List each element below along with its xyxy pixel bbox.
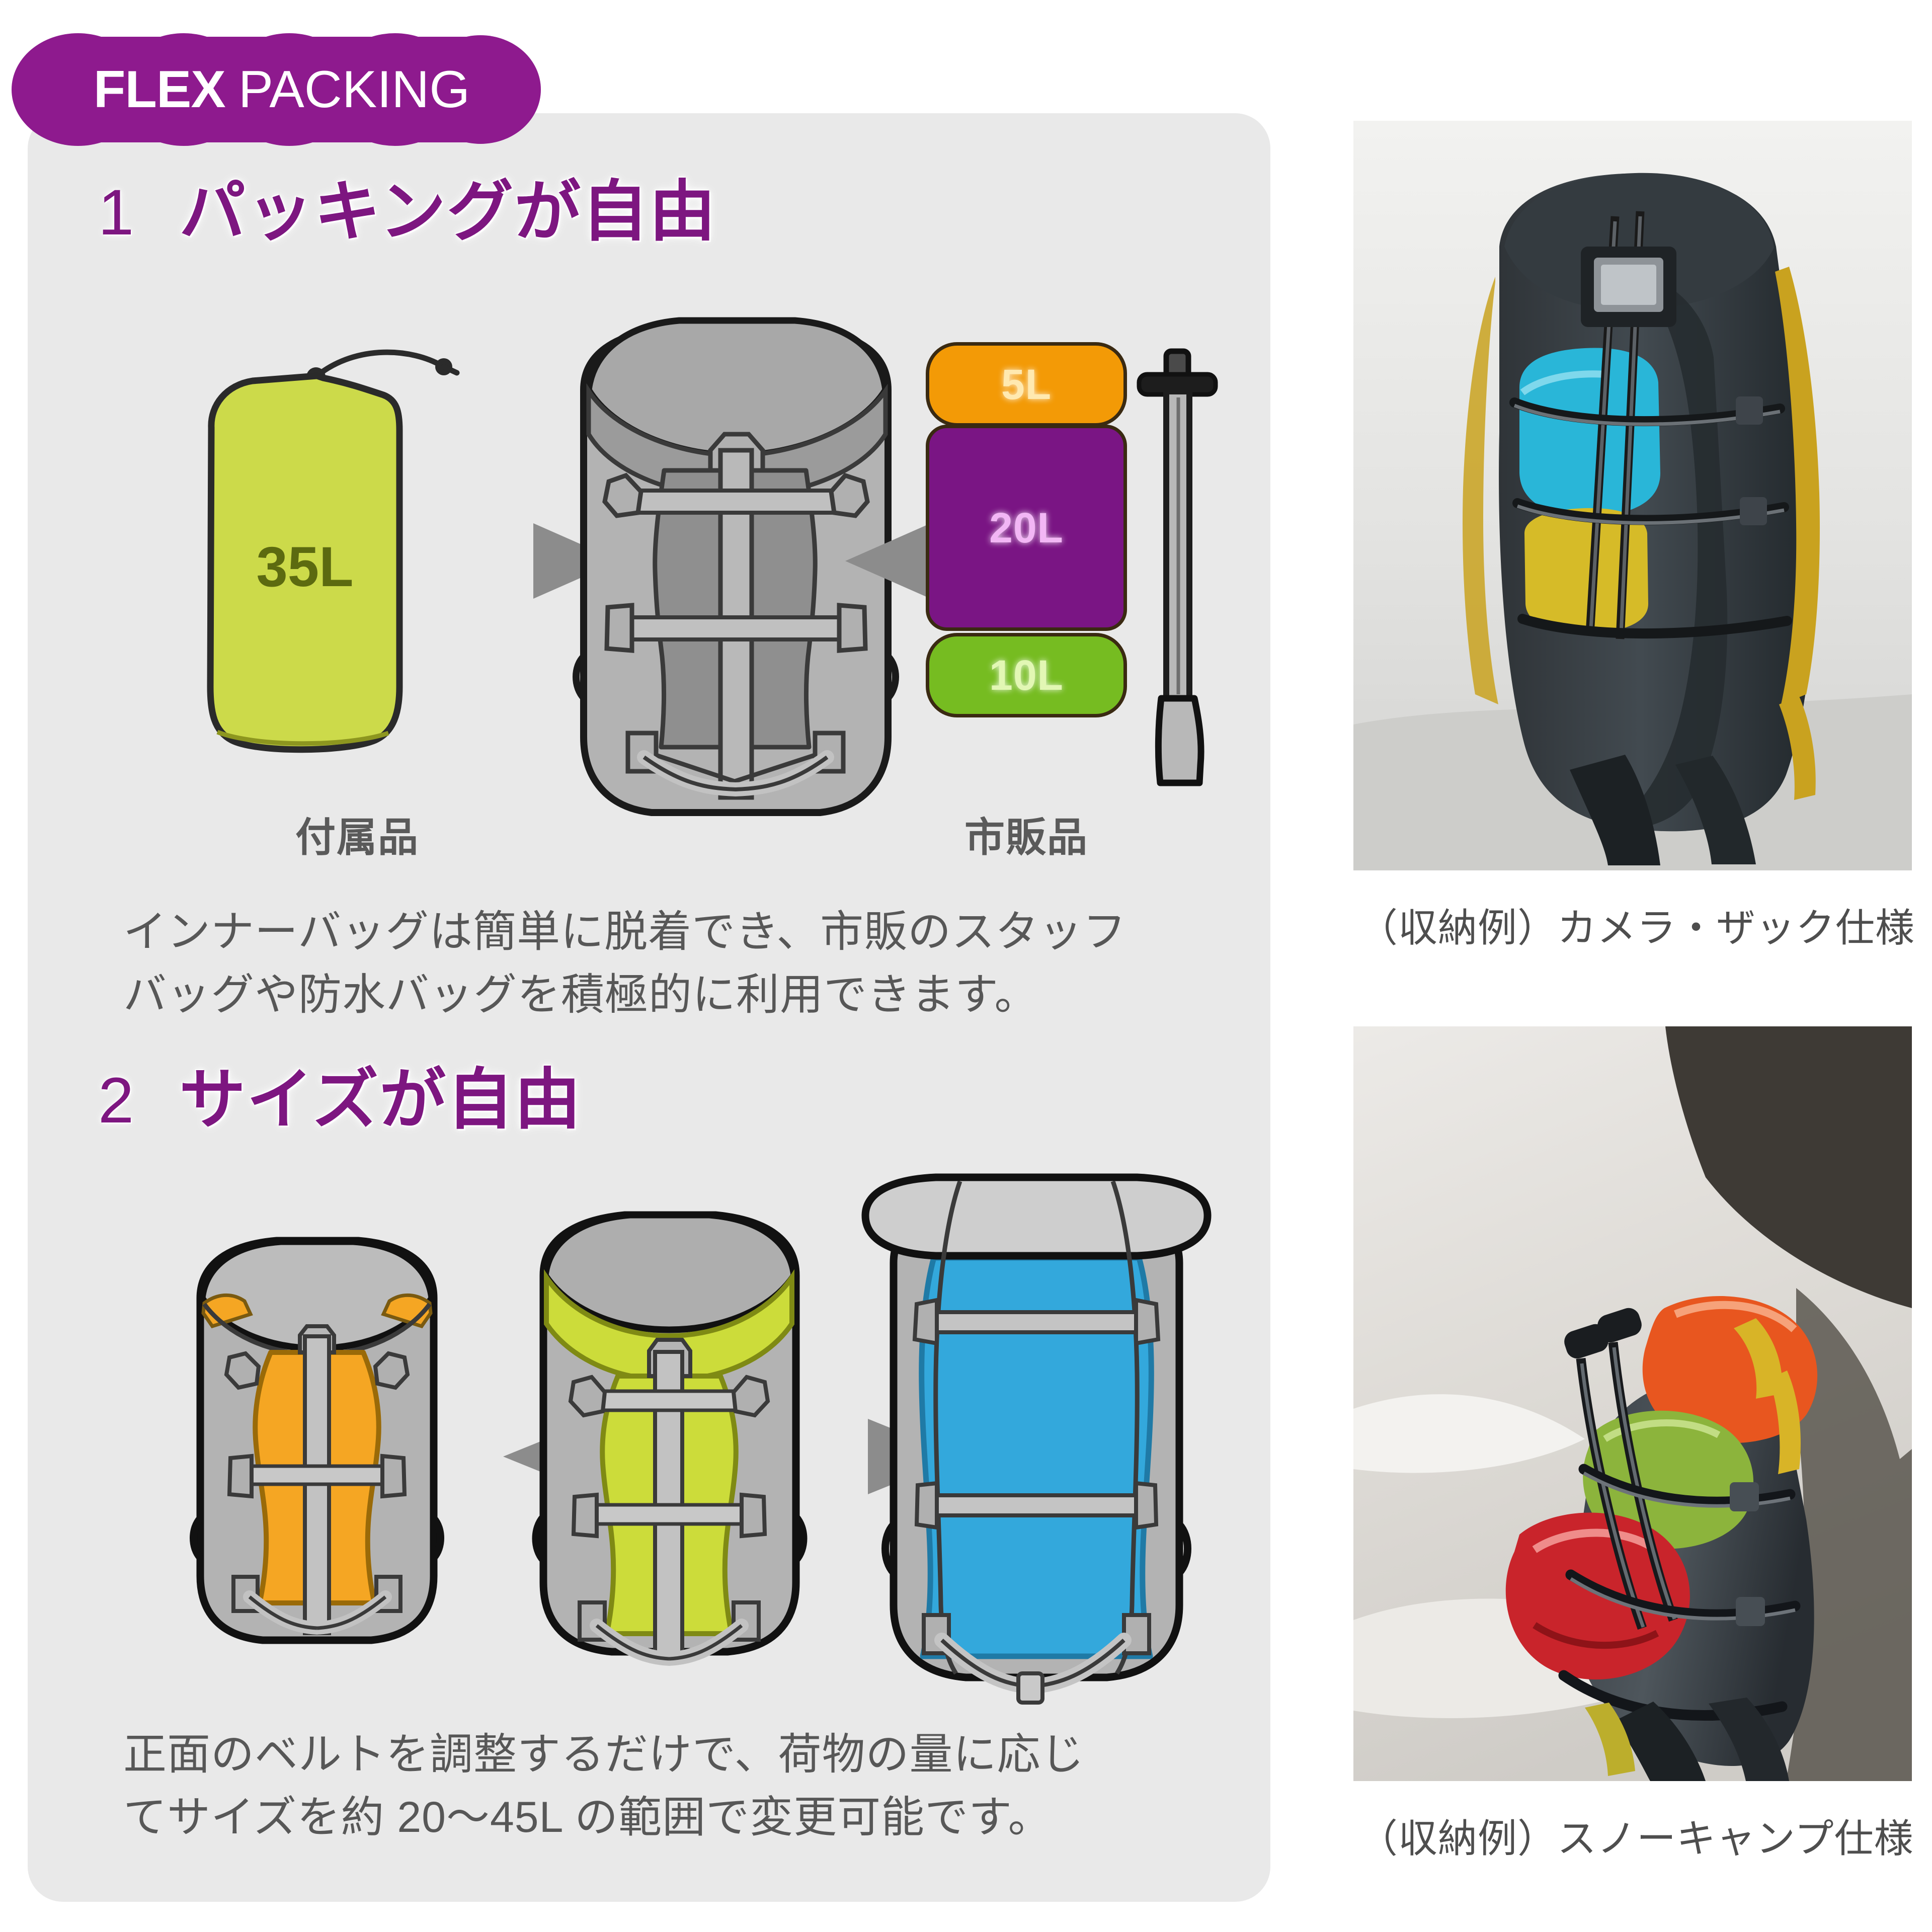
section-2-heading: 2 サイズが自由 (98, 1067, 582, 1133)
backpack-small-orange (190, 1237, 444, 1644)
photo-camera-pack (1353, 121, 1912, 870)
included-bag-35l: 35L (207, 349, 460, 753)
commercial-sacks-caption: 市販品 (964, 815, 1088, 860)
arrow-right-icon (533, 523, 619, 599)
bag-35l-label: 35L (257, 535, 354, 598)
photo-snow-camp-pack-image (1353, 1026, 1912, 1781)
ice-axe-icon (1137, 348, 1218, 786)
sack-20l: 20L (926, 425, 1127, 631)
sack-10l: 10L (926, 633, 1127, 717)
backpack-large-blue (861, 1173, 1212, 1705)
section-1-diagram: 35L 付属品 (166, 312, 1238, 860)
backpack-illustration-main (573, 317, 899, 816)
flex-packing-badge: FLEX PACKING (12, 33, 548, 146)
arrow-left-icon (845, 523, 931, 599)
section-2-diagram (141, 1172, 1238, 1721)
backpack-medium-green (532, 1211, 808, 1666)
commercial-sacks-group: 5L 20L 10L (926, 342, 1127, 795)
badge-packing-text: PACKING (238, 60, 470, 119)
sack-5l: 5L (926, 342, 1127, 427)
photo-camera-pack-image (1353, 121, 1912, 870)
badge-scallop-shape (12, 33, 541, 146)
section-2-number: 2 (98, 1065, 134, 1137)
photo-snow-camp-pack-caption: （収納例）スノーキャンプ仕様 (1358, 1816, 1914, 1861)
section-1-heading: 1 パッキングが自由 (98, 179, 716, 245)
section-1-body: インナーバッグは簡単に脱着でき、市販のスタッフ バッグや防水バッグを積極的に利用… (123, 908, 1127, 1019)
photo-camera-pack-caption: （収納例）カメラ・ザック仕様 (1358, 906, 1915, 950)
badge-flex-text: FLEX (93, 60, 226, 119)
photo-snow-camp-pack (1353, 1026, 1912, 1781)
included-bag-caption: 付属品 (295, 815, 419, 860)
section-2-title: サイズが自由 (179, 1063, 582, 1137)
section-1-number: 1 (98, 177, 134, 249)
section-2-body: 正面のベルトを調整するだけで、荷物の量に応じ てサイズを約 20〜45L の範囲… (123, 1730, 1085, 1841)
section-1-title: パッキングが自由 (179, 175, 717, 249)
